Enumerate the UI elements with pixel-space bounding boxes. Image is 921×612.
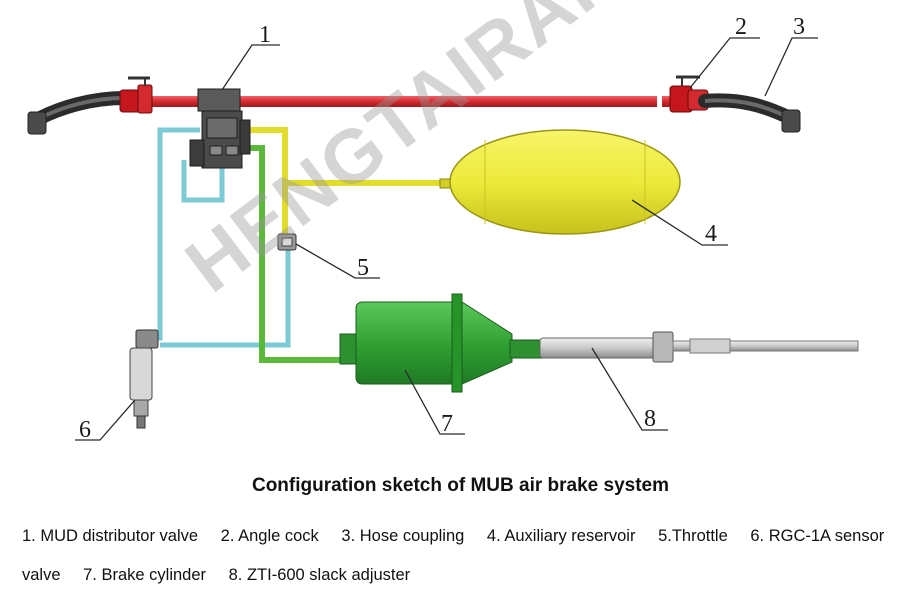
brake-cylinder — [339, 293, 543, 393]
legend-item-8: 8. ZTI-600 slack adjuster — [228, 566, 411, 584]
callout-3: 3 — [793, 14, 805, 40]
auxiliary-reservoir — [439, 129, 681, 235]
legend-item-5: 5.Throttle — [658, 527, 728, 545]
leader-lines — [75, 37, 818, 441]
hose-coupling-left — [27, 91, 132, 135]
legend: 1. MUD distributor valve 2. Angle cock 3… — [22, 517, 902, 595]
legend-item-1: 1. MUD distributor valve — [22, 527, 199, 545]
callout-4: 4 — [705, 221, 717, 247]
legend-item-6-line: 6. RGC-1A sensor valve — [22, 527, 885, 584]
legend-item-7: 7. Brake cylinder — [83, 566, 207, 584]
callout-7: 7 — [441, 411, 453, 437]
callout-numbers: 1 2 3 4 5 6 7 8 — [79, 14, 805, 443]
hose-coupling-right — [698, 93, 801, 133]
cylinder-pipe — [248, 145, 352, 363]
callout-8: 8 — [644, 406, 656, 432]
callout-5: 5 — [357, 255, 369, 281]
legend-item-3: 3. Hose coupling — [341, 527, 465, 545]
sensor-valve — [129, 329, 159, 429]
throttle — [277, 233, 297, 251]
brake-system-diagram: 1 2 3 4 5 6 7 8 — [27, 14, 859, 443]
callout-1: 1 — [259, 22, 271, 48]
legend-item-2: 2. Angle cock — [220, 527, 319, 545]
reservoir-pipe — [240, 127, 450, 250]
distributor-valve — [189, 88, 251, 169]
diagram-caption: Configuration sketch of MUB air brake sy… — [251, 475, 670, 496]
legend-item-4: 4. Auxiliary reservoir — [486, 527, 636, 545]
angle-cock-left — [119, 76, 153, 114]
callout-6: 6 — [79, 417, 91, 443]
slack-adjuster — [539, 331, 859, 363]
callout-2: 2 — [735, 14, 747, 40]
